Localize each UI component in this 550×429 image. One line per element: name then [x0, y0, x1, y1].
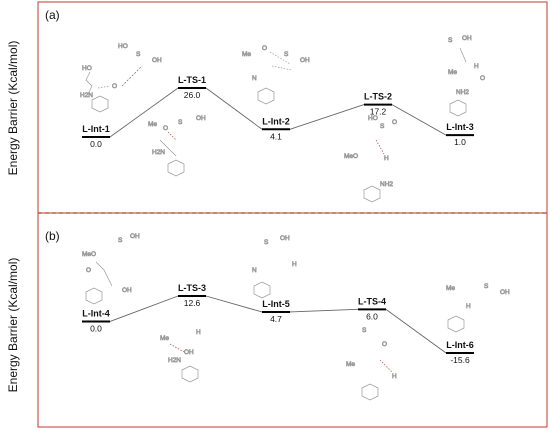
- panel-a-ylabel: Energy Barrier (Kcal/mol): [6, 41, 20, 176]
- level-value-l-int-2: 4.1: [270, 131, 282, 141]
- svg-text:S: S: [264, 239, 269, 246]
- svg-text:Me: Me: [448, 69, 457, 76]
- level-value-l-int-3: 1.0: [454, 137, 466, 147]
- svg-text:O: O: [112, 83, 117, 90]
- level-value-l-int-6: -15.6: [450, 355, 470, 365]
- molecule-structure-a3: Me O S OH N: [242, 45, 310, 105]
- level-value-l-int-1: 0.0: [90, 139, 102, 149]
- panel-a-profile: L-Int-1 0.0 L-TS-1 26.0L-Int-2 4.1 L-TS-2 17.2…: [82, 75, 474, 149]
- molecule-structure-b1: MeO S OH O OH: [82, 233, 140, 305]
- molecule-structure-a1: HO H2N O HO S OH: [80, 43, 162, 113]
- svg-text:OH: OH: [462, 35, 472, 42]
- connector-a-1: [109, 87, 179, 138]
- level-name-l-ts-1: L-TS-1: [178, 75, 206, 85]
- svg-text:S: S: [448, 37, 453, 44]
- molecule-structure-a2: Me O S OH H2N: [148, 115, 206, 177]
- svg-text:OH: OH: [300, 57, 310, 64]
- panel-b-profile: L-Int-4 0.0 L-TS-3 12.6 L-Int-5 4.7 L-TS-4 6.0L…: [82, 283, 474, 365]
- svg-text:HO: HO: [82, 65, 92, 72]
- svg-text:H: H: [292, 261, 297, 268]
- level-name-l-ts-3: L-TS-3: [178, 283, 206, 293]
- svg-text:H2N: H2N: [80, 92, 93, 99]
- level-name-l-int-4: L-Int-4: [82, 308, 110, 318]
- svg-text:Me: Me: [242, 51, 251, 58]
- level-name-l-int-1: L-Int-1: [82, 124, 110, 134]
- svg-text:H2N: H2N: [168, 357, 181, 364]
- svg-text:Me: Me: [346, 361, 355, 368]
- svg-text:N: N: [252, 267, 257, 274]
- svg-text:S: S: [380, 123, 385, 130]
- connector-a-4: [391, 104, 447, 136]
- panel-a-label: (a): [45, 8, 60, 22]
- molecule-structure-b2: Me H OH H2N: [160, 329, 201, 383]
- svg-text:S: S: [136, 51, 141, 58]
- svg-text:Me: Me: [148, 121, 157, 128]
- molecule-structure-b3: S OH N H: [252, 235, 297, 299]
- svg-text:O: O: [392, 119, 397, 126]
- svg-text:OH: OH: [196, 115, 206, 122]
- level-value-l-ts-2: 17.2: [370, 107, 387, 117]
- svg-text:NH2: NH2: [456, 89, 469, 96]
- level-value-l-int-4: 0.0: [90, 323, 102, 333]
- level-name-l-int-3: L-Int-3: [446, 122, 474, 132]
- svg-text:O: O: [262, 45, 267, 52]
- svg-text:H: H: [196, 329, 201, 336]
- molecule-structure-b5: Me S OH H: [446, 283, 510, 333]
- level-name-l-int-2: L-Int-2: [262, 116, 290, 126]
- svg-text:S: S: [284, 51, 289, 58]
- connector-b-1: [109, 295, 179, 322]
- svg-text:O: O: [86, 267, 91, 274]
- svg-text:H: H: [474, 63, 479, 70]
- svg-text:HO: HO: [368, 115, 378, 122]
- svg-text:Me: Me: [160, 335, 169, 342]
- svg-text:O: O: [480, 75, 485, 82]
- connector-b-4: [385, 308, 447, 354]
- connector-a-2: [205, 87, 263, 130]
- connector-b-2: [205, 295, 263, 313]
- svg-text:OH: OH: [500, 289, 510, 296]
- svg-text:Me: Me: [446, 285, 455, 292]
- level-value-l-ts-3: 12.6: [184, 298, 201, 308]
- svg-text:OH: OH: [280, 235, 290, 242]
- svg-text:S: S: [118, 237, 123, 244]
- svg-text:OH: OH: [152, 57, 162, 64]
- svg-text:HO: HO: [118, 43, 128, 50]
- svg-text:OH: OH: [130, 233, 140, 240]
- svg-text:S: S: [484, 283, 489, 290]
- level-value-l-ts-4: 6.0: [366, 311, 378, 321]
- svg-text:H2N: H2N: [152, 149, 165, 156]
- svg-text:S: S: [178, 119, 183, 126]
- panel-b-label: (b): [45, 229, 60, 243]
- svg-text:OH: OH: [184, 349, 194, 356]
- molecule-structure-b4: S O Me H: [346, 327, 397, 401]
- level-name-l-int-5: L-Int-5: [262, 299, 290, 309]
- connector-a-3: [289, 104, 365, 130]
- svg-text:H: H: [392, 373, 397, 380]
- molecule-structure-a5: S OH Me H O NH2: [448, 35, 485, 117]
- svg-text:MeO: MeO: [82, 251, 96, 258]
- svg-text:MeO: MeO: [344, 153, 358, 160]
- level-value-l-int-5: 4.7: [270, 314, 282, 324]
- level-name-l-ts-4: L-TS-4: [358, 296, 386, 306]
- connector-b-3: [289, 308, 359, 313]
- svg-text:O: O: [163, 125, 168, 132]
- svg-text:OH: OH: [122, 287, 132, 294]
- molecule-structure-a4: HO S O MeO H NH2: [344, 115, 397, 203]
- panel-b-ylabel: Energy Barrier (Kcal/mol): [6, 258, 20, 393]
- svg-text:N: N: [252, 75, 257, 82]
- svg-text:H: H: [466, 303, 471, 310]
- svg-text:O: O: [382, 341, 387, 348]
- svg-text:H: H: [384, 155, 389, 162]
- panel-a-frame: [37, 1, 548, 214]
- level-name-l-ts-2: L-TS-2: [364, 92, 392, 102]
- level-value-l-ts-1: 26.0: [184, 90, 201, 100]
- svg-text:S: S: [362, 327, 367, 334]
- level-name-l-int-6: L-Int-6: [446, 340, 474, 350]
- svg-text:NH2: NH2: [380, 181, 393, 188]
